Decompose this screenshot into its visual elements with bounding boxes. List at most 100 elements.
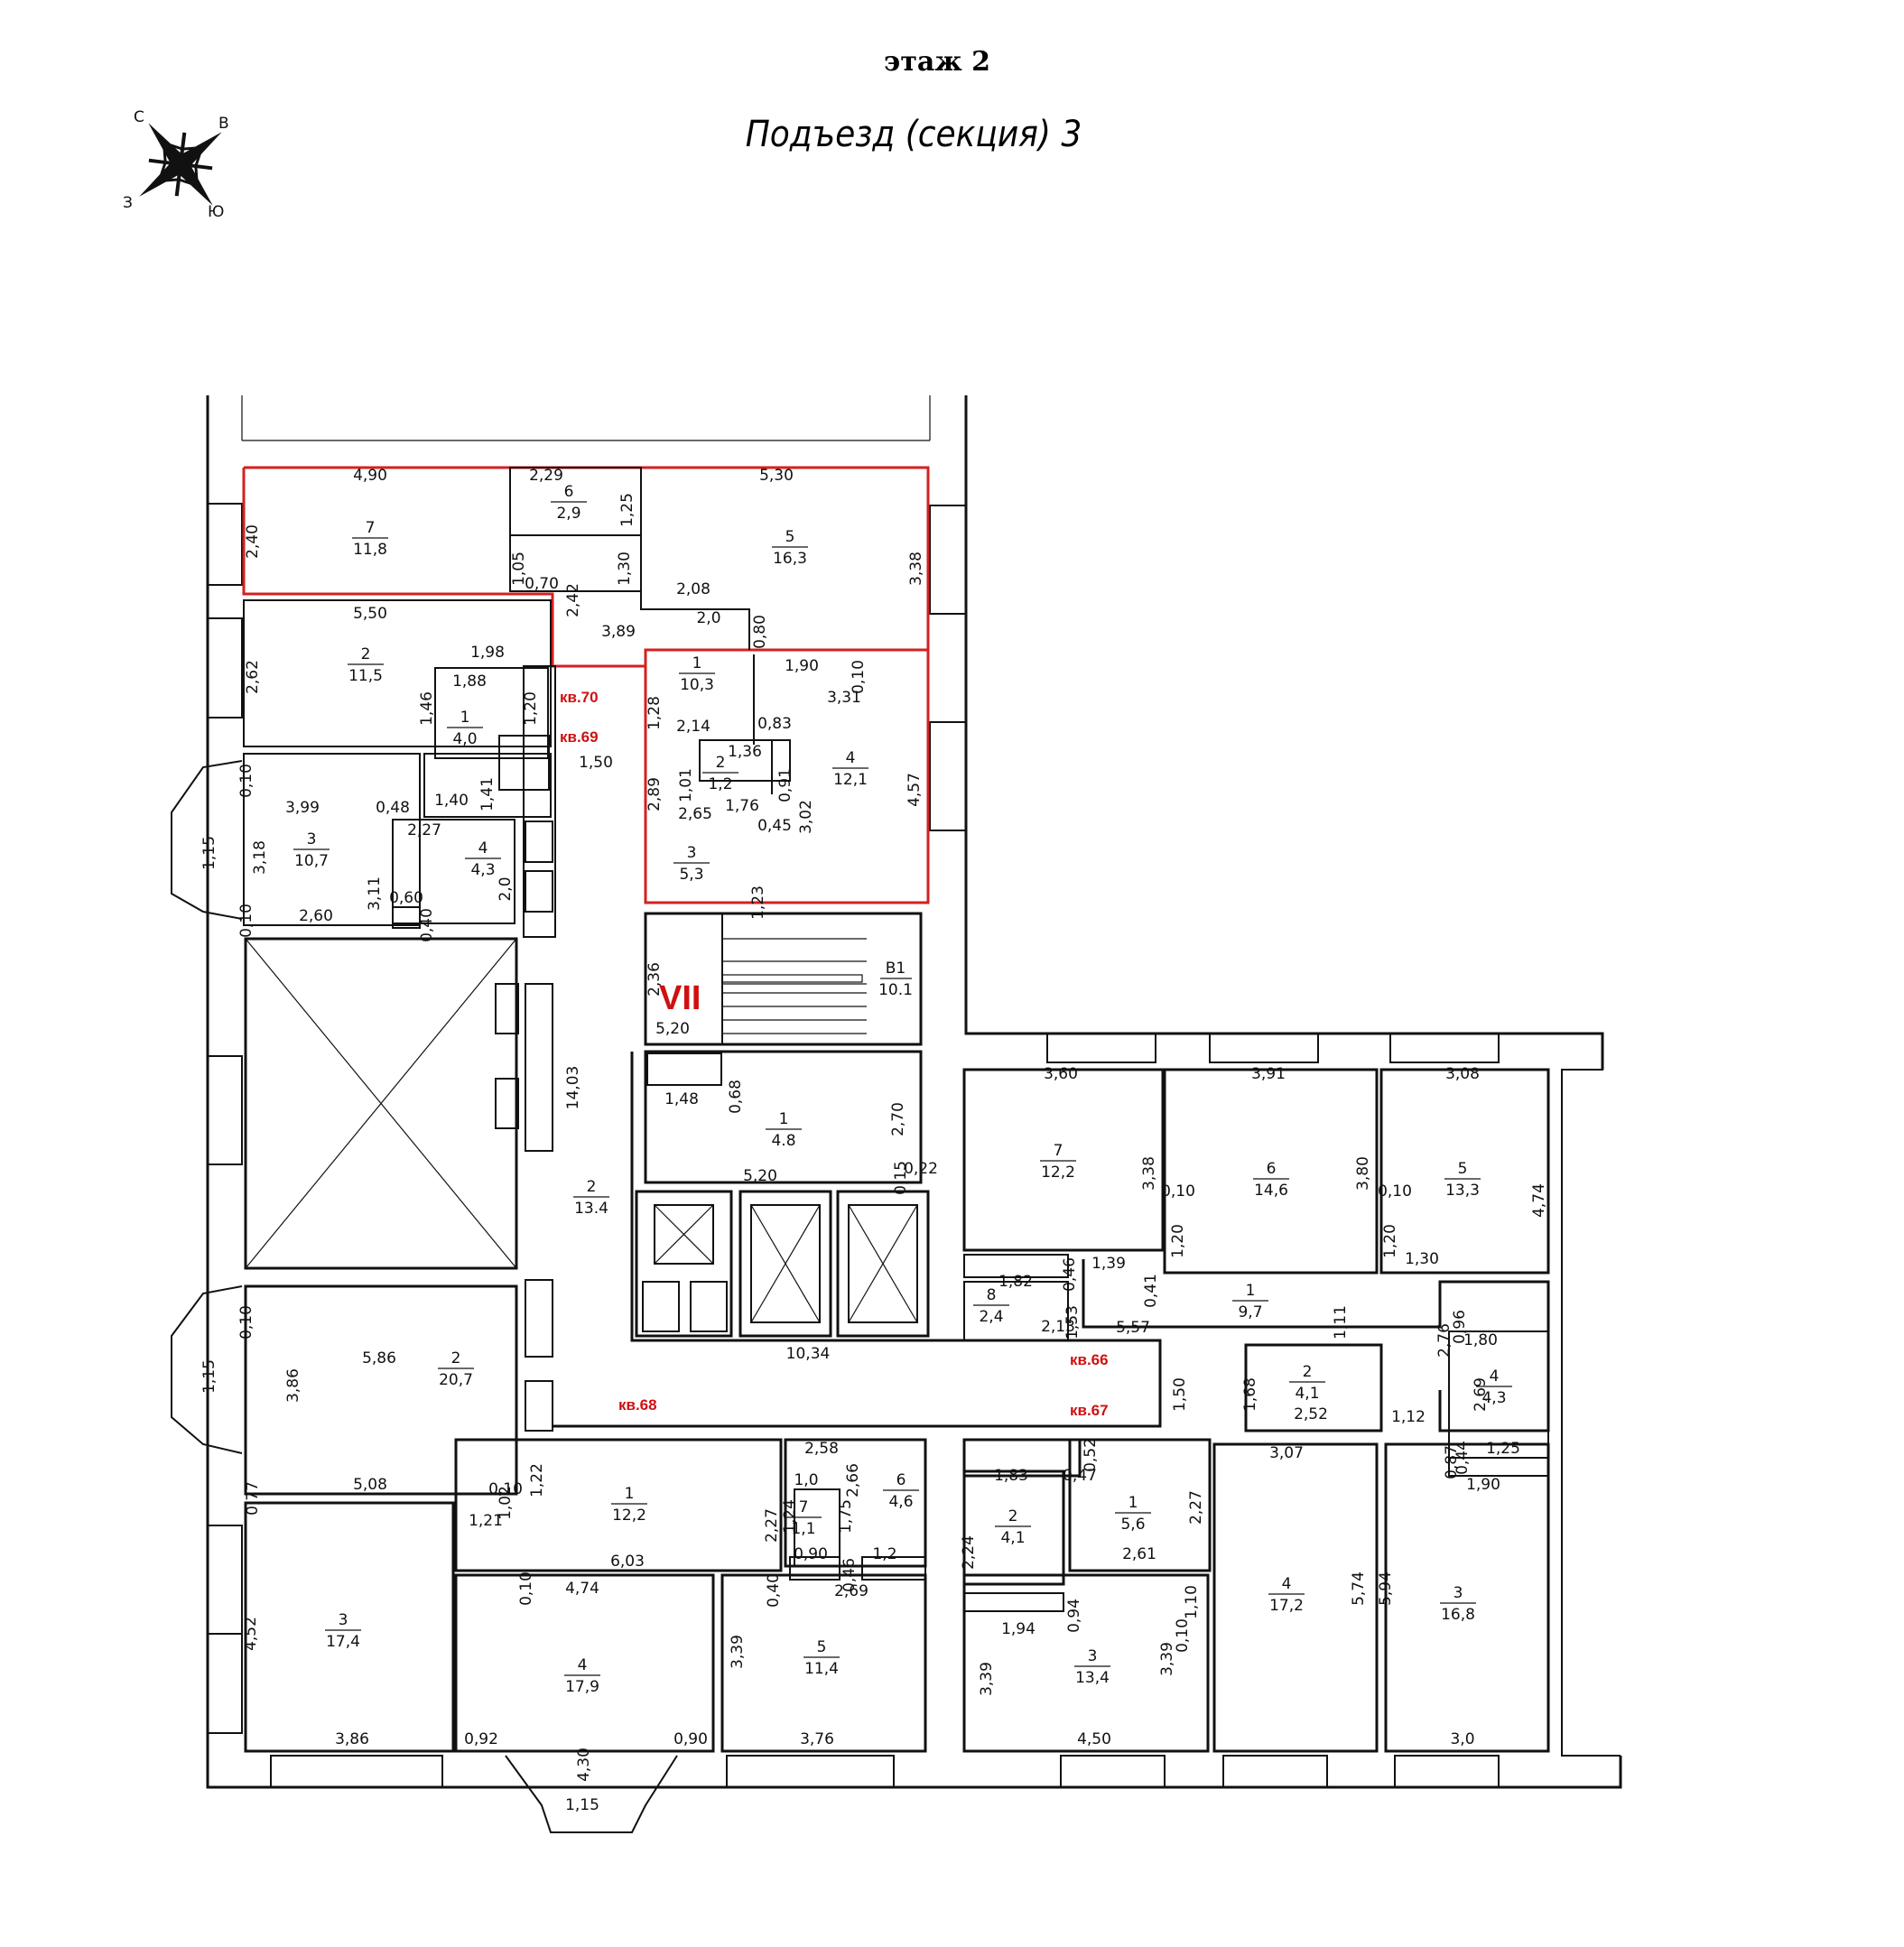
dimension-label: 3,86 xyxy=(335,1730,369,1748)
room-number: 3 xyxy=(1088,1647,1098,1665)
dimension-label: 0,47 xyxy=(1063,1467,1097,1485)
dimension-label: 2,14 xyxy=(676,718,711,736)
room-label: 614,6 xyxy=(1253,1160,1289,1200)
room-label: 44,3 xyxy=(1476,1368,1512,1407)
room-area: 4,3 xyxy=(1481,1389,1506,1407)
room-area: 4,1 xyxy=(1295,1385,1319,1403)
dimension-label: 2,08 xyxy=(676,580,711,598)
room-label: 24,1 xyxy=(995,1507,1031,1547)
room-label: 220,7 xyxy=(438,1349,474,1389)
stair-number: VII xyxy=(659,979,701,1017)
dimension-label: 3,38 xyxy=(1140,1156,1158,1191)
dimension-label: 1,20 xyxy=(1169,1224,1187,1258)
room-area: 12,2 xyxy=(612,1507,646,1525)
room-number: 6 xyxy=(896,1471,906,1489)
room-label: 62,9 xyxy=(551,483,587,523)
room-area: 5,6 xyxy=(1120,1516,1145,1534)
dimension-label: 1,15 xyxy=(200,1359,218,1394)
dimension-label: 0,90 xyxy=(673,1730,708,1748)
dimension-label: 0,87 xyxy=(1443,1445,1461,1479)
dimension-label: 2,40 xyxy=(244,524,262,559)
dimension-label: 3,11 xyxy=(366,876,384,911)
dimension-label: 3,0 xyxy=(1450,1730,1474,1748)
room-number: 6 xyxy=(1267,1160,1277,1178)
dimension-label: 1,90 xyxy=(785,657,819,675)
dimension-label: 3,39 xyxy=(1158,1642,1176,1676)
dimension-label: 0,10 xyxy=(488,1480,523,1498)
room-label: 712,2 xyxy=(1040,1142,1076,1182)
dimension-label: 1,20 xyxy=(522,691,540,726)
room-area: 16,8 xyxy=(1441,1606,1475,1624)
room-label: 21,2 xyxy=(702,754,738,793)
dimension-label: 1,88 xyxy=(452,672,487,691)
dimension-label: 5,94 xyxy=(1377,1572,1395,1606)
dimension-label: 0,40 xyxy=(765,1573,783,1608)
dimension-label: 1,0 xyxy=(794,1471,818,1489)
dimension-label: 1,01 xyxy=(677,768,695,802)
room-area: 1,2 xyxy=(708,775,732,793)
room-number: 2 xyxy=(361,645,371,663)
dimension-label: 1,25 xyxy=(618,493,636,527)
room-number: 4 xyxy=(478,839,488,858)
floor-title: этаж 2 xyxy=(884,46,990,78)
room-area: 5,3 xyxy=(679,866,703,884)
room-number: 2 xyxy=(1008,1507,1018,1525)
dimension-label: 0,41 xyxy=(1142,1274,1160,1308)
room-area: 11,8 xyxy=(353,541,387,559)
dimension-label: 1,15 xyxy=(200,836,218,870)
dimension-label: 0,77 xyxy=(244,1481,262,1516)
dimension-label: 5,86 xyxy=(362,1349,396,1368)
dimension-label: 0,68 xyxy=(727,1080,745,1114)
dimension-label: 1,50 xyxy=(579,754,613,772)
room-label: 44,3 xyxy=(465,839,501,879)
room-number: 7 xyxy=(799,1498,809,1516)
dimension-label: 3,07 xyxy=(1269,1444,1304,1462)
dimension-label: 1,23 xyxy=(749,885,767,920)
room-label: 310,7 xyxy=(293,830,330,870)
room-area: 1,1 xyxy=(791,1520,815,1538)
room-number: 4 xyxy=(846,749,856,767)
dimension-label: 0,94 xyxy=(1065,1599,1083,1633)
room-labels: 711,862,9516,3110,3211,514,0310,744,3412… xyxy=(293,483,1512,1696)
dimension-label: 1,24 xyxy=(781,1499,799,1534)
dimension-label: 1,20 xyxy=(1381,1224,1399,1258)
dimension-label: 0,70 xyxy=(525,575,559,593)
dimension-label: 0,10 xyxy=(850,660,868,694)
dimension-label: 0,10 xyxy=(237,1305,255,1340)
dimension-label: 5,20 xyxy=(743,1167,777,1185)
dimension-label: 3,76 xyxy=(800,1730,834,1748)
room-number: 4 xyxy=(1490,1368,1500,1386)
apt-label-70: кв.70 xyxy=(560,689,599,706)
room-label: 71,1 xyxy=(785,1498,822,1538)
dimension-label: 1,39 xyxy=(1091,1255,1126,1273)
room-area: 12,2 xyxy=(1041,1164,1075,1182)
room-number: 2 xyxy=(451,1349,461,1368)
dimension-label: 2,89 xyxy=(646,777,664,811)
room-number: 3 xyxy=(307,830,317,848)
compass-south-label: Ю xyxy=(208,203,224,221)
room-area: 4.8 xyxy=(771,1132,795,1150)
dimension-label: 0,60 xyxy=(389,889,423,907)
dimension-label: 4,52 xyxy=(242,1617,260,1651)
room-number: 3 xyxy=(687,844,697,862)
room-area: 12,1 xyxy=(833,771,868,789)
room-number: 1 xyxy=(460,709,470,727)
stair-room-number: В1 xyxy=(886,960,906,978)
room-label: 19,7 xyxy=(1232,1282,1268,1321)
dimension-label: 2,62 xyxy=(244,660,262,694)
dimension-label: 2,52 xyxy=(1294,1405,1328,1423)
apt-label-66: кв.66 xyxy=(1070,1351,1109,1368)
dimension-label: 3,99 xyxy=(285,799,320,817)
dimension-label: 0,83 xyxy=(757,715,792,733)
dimension-label: 0,22 xyxy=(904,1160,938,1178)
dimension-label: 3,86 xyxy=(284,1368,302,1403)
room-label: 511,4 xyxy=(803,1638,840,1678)
room-area: 20,7 xyxy=(439,1371,473,1389)
dimension-label: 1,28 xyxy=(646,696,664,730)
room-number: 5 xyxy=(1458,1160,1468,1178)
section-title: Подъезд (секция) 3 xyxy=(746,114,1082,155)
dimension-label: 1,75 xyxy=(837,1499,855,1534)
dimension-label: 2,27 xyxy=(1187,1490,1205,1525)
dimension-label: 2,27 xyxy=(407,821,441,839)
